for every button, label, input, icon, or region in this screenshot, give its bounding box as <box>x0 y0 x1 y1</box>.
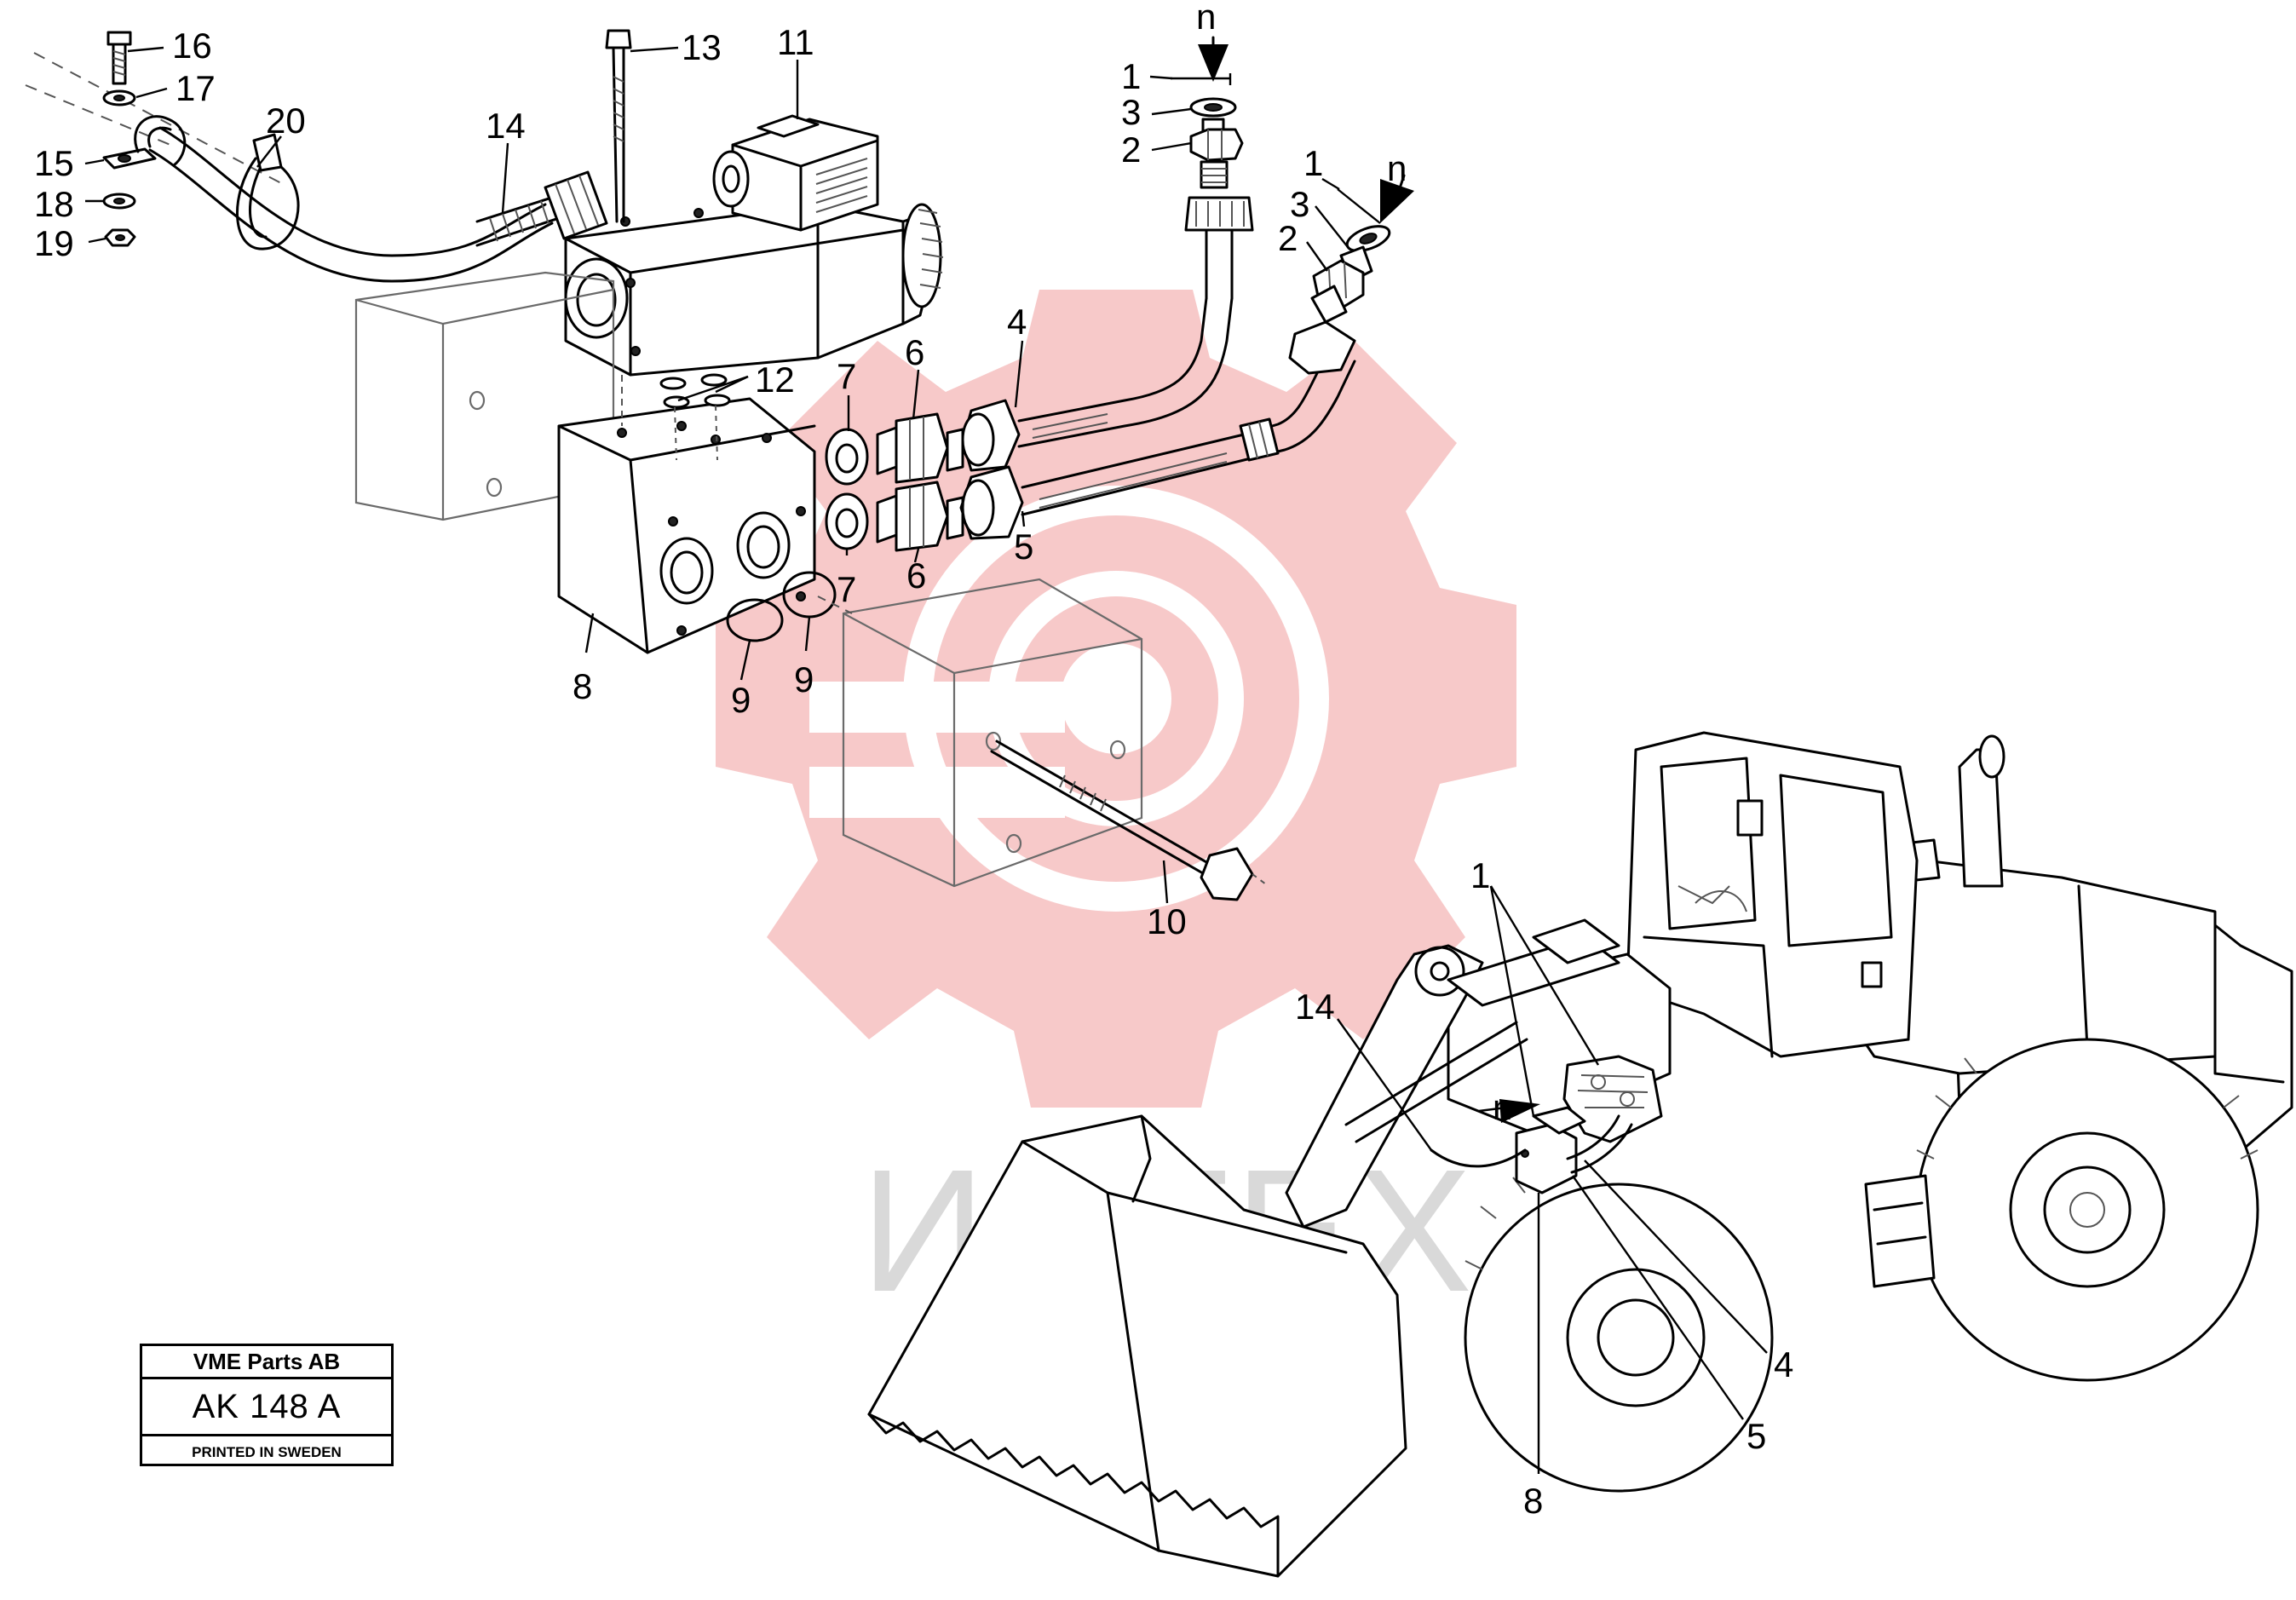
callout-1-right: 1 <box>1303 143 1323 183</box>
callout-n-right: n <box>1387 148 1407 188</box>
callout-14: 14 <box>486 106 526 146</box>
callout-16: 16 <box>172 26 212 66</box>
hose-clamp <box>134 115 187 167</box>
hose-5 <box>959 320 1356 540</box>
callout-6-top: 6 <box>905 332 924 372</box>
callout-9-right: 9 <box>794 659 814 699</box>
nipples-6 <box>876 412 964 552</box>
fitting-set-a <box>1171 73 1244 189</box>
hose-4 <box>961 196 1254 472</box>
leader-lines <box>84 46 1768 1474</box>
machine-callout-1: 1 <box>1470 855 1490 895</box>
callout-7-top: 7 <box>837 356 856 396</box>
callout-7-bottom: 7 <box>837 569 856 609</box>
callout-2-top: 2 <box>1121 129 1141 170</box>
callout-5: 5 <box>1014 527 1033 567</box>
machine-callout-n: n <box>1493 1087 1512 1127</box>
title-block-company: VME Parts AB <box>142 1346 391 1379</box>
solenoid-valve <box>564 114 944 377</box>
clamp-fastener-set <box>25 31 282 247</box>
tie-bolt-10 <box>990 740 1267 901</box>
machine-callout-14: 14 <box>1295 987 1335 1027</box>
callout-3-top: 3 <box>1121 92 1141 132</box>
callout-2-right: 2 <box>1278 218 1298 258</box>
callout-9-left: 9 <box>731 680 751 720</box>
callout-13: 13 <box>682 27 722 67</box>
cable-tie <box>236 133 300 250</box>
callout-17: 17 <box>176 68 216 108</box>
ghost-valve-block-right <box>817 578 1143 888</box>
arrow-n-right <box>1380 174 1414 223</box>
callout-labels: 16 17 15 18 19 20 14 13 11 n 1 3 2 n 1 3… <box>34 0 1793 1521</box>
callout-4: 4 <box>1007 302 1027 342</box>
wheel-loader-illustration <box>867 731 2293 1578</box>
callout-6-bottom: 6 <box>906 555 926 596</box>
title-block-code: AK 148 A <box>142 1379 391 1436</box>
callout-18: 18 <box>34 184 74 224</box>
callout-15: 15 <box>34 143 74 183</box>
seal-washers-7 <box>825 428 869 550</box>
callout-n-top: n <box>1196 0 1216 37</box>
callout-12: 12 <box>755 360 795 400</box>
callout-1-top: 1 <box>1121 56 1141 96</box>
title-block-printed: PRINTED IN SWEDEN <box>192 1444 342 1460</box>
machine-callout-4: 4 <box>1774 1344 1793 1384</box>
title-block: VME Parts AB AK 148 A PRINTED IN SWEDEN <box>140 1344 394 1466</box>
machine-callout-8: 8 <box>1523 1481 1543 1521</box>
arrow-n-machine <box>1499 1099 1540 1123</box>
callout-8: 8 <box>573 666 592 706</box>
machine-callout-5: 5 <box>1746 1416 1766 1456</box>
callout-10: 10 <box>1147 901 1187 941</box>
fitting-set-b <box>1310 188 1391 324</box>
callout-20: 20 <box>266 101 306 141</box>
arrow-n-top <box>1198 36 1229 82</box>
long-screw-13 <box>605 29 632 223</box>
valve-block <box>557 397 816 654</box>
cable-harness <box>148 126 608 283</box>
callout-3-right: 3 <box>1290 184 1309 224</box>
callout-11: 11 <box>777 22 814 62</box>
callout-19: 19 <box>34 223 74 263</box>
